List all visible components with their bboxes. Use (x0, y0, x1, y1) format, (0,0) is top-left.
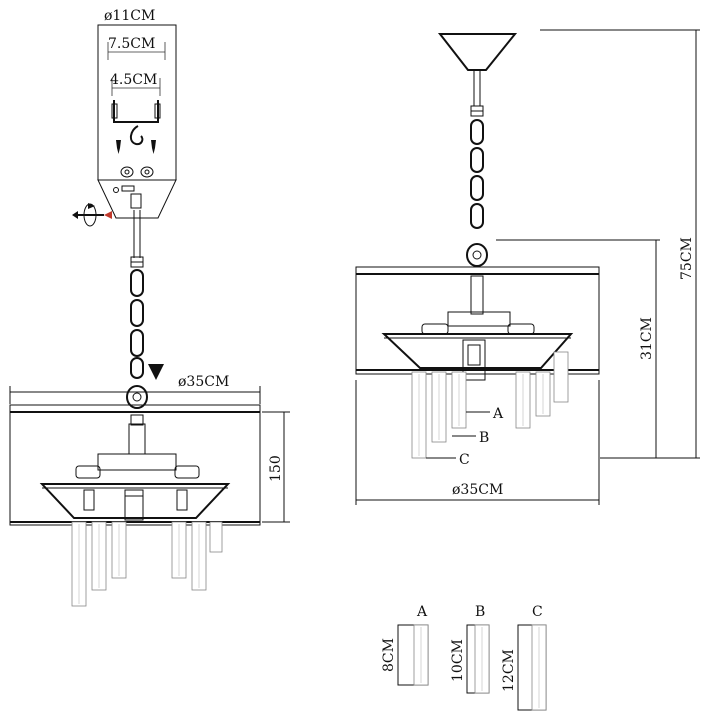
mounting-bracket (113, 100, 159, 123)
rotate-arrow-icon (72, 203, 112, 227)
crystal-label-c: C (459, 452, 470, 468)
legend-label-b: B (475, 604, 485, 620)
front-shade-diameter-label: ø35CM (178, 374, 229, 390)
crystal-label-a: A (492, 406, 504, 422)
side-lampshade (355, 266, 600, 375)
legend-label-a: A (416, 604, 428, 620)
legend-length-c: 12CM (501, 649, 517, 692)
total-height-label: 75CM (679, 237, 695, 280)
body-height-label: 31CM (639, 317, 655, 360)
side-view (355, 29, 700, 505)
side-shade-diameter-label: ø35CM (452, 482, 503, 498)
front-view (9, 210, 290, 607)
side-chain (470, 119, 484, 229)
front-shade-height-label: 150 (268, 455, 284, 482)
canopy-diameter-label: ø11CM (104, 8, 155, 24)
side-crystal-tray (381, 333, 574, 369)
bracket-outer-width-label: 7.5CM (108, 36, 155, 52)
install-detail (72, 24, 177, 227)
crystal-label-b: B (479, 430, 489, 446)
side-crystal-prisms (411, 351, 569, 459)
side-canopy (437, 33, 518, 71)
bracket-inner-width-label: 4.5CM (110, 72, 157, 88)
crystal-size-legend (397, 624, 547, 711)
legend-label-c: C (532, 604, 543, 620)
chain (130, 269, 144, 379)
legend-length-a: 8CM (381, 638, 397, 672)
hook-icon (130, 125, 144, 146)
legend-length-b: 10CM (450, 639, 466, 682)
lampshade-outline (9, 404, 261, 526)
crystal-tray (39, 483, 231, 519)
screw-icon (116, 140, 156, 154)
crystal-prisms (71, 521, 223, 607)
